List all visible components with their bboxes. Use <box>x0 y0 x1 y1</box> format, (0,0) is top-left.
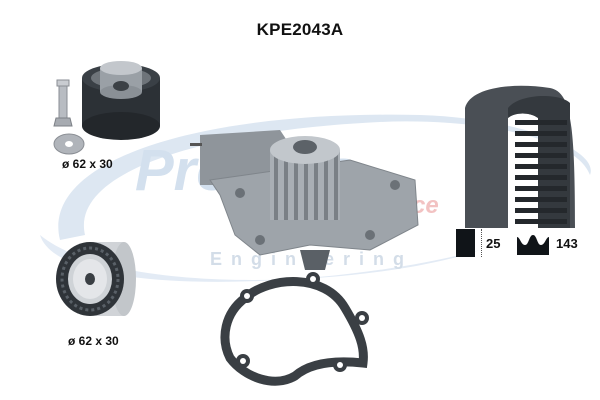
tensioner-pulley-image <box>53 61 160 155</box>
belt-width-icon <box>456 229 475 257</box>
belt-teeth-count: 143 <box>556 236 578 251</box>
timing-belt-image <box>465 85 575 228</box>
belt-width-dimension-line <box>481 229 483 257</box>
gasket-image <box>220 272 369 386</box>
belt-teeth-icon <box>517 235 549 255</box>
kit-part-number: KPE2043A <box>256 20 344 39</box>
water-pump-image <box>190 130 419 270</box>
tensioner-dimension-label: ø 62 x 30 <box>62 157 113 171</box>
idler-pulley-image <box>56 242 136 316</box>
belt-width-value: 25 <box>486 236 501 251</box>
idler-dimension-label: ø 62 x 30 <box>68 334 119 348</box>
